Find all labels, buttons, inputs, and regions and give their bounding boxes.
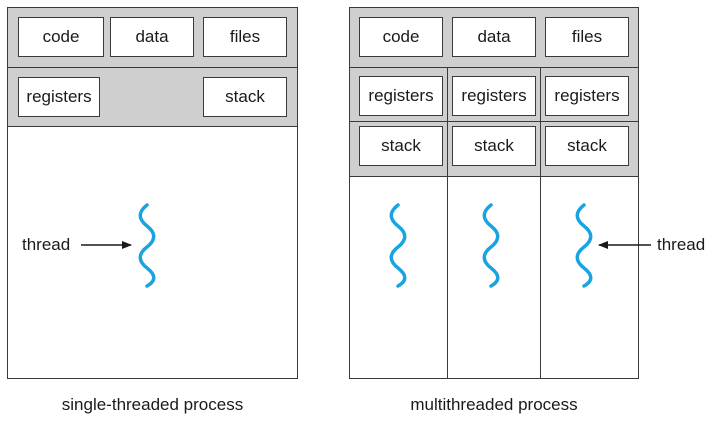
multi-stack-box-3: stack (545, 126, 629, 166)
single-data-box: data (110, 17, 194, 57)
multi-thread-squiggle-icon-1 (389, 203, 407, 288)
multi-thread-label: thread (657, 235, 706, 254)
single-thread-squiggle-icon (138, 203, 156, 288)
multi-registers-box-1: registers (359, 76, 443, 116)
multi-stack-box-1: stack (359, 126, 443, 166)
single-registers-box: registers (18, 77, 100, 117)
multi-divider-3 (350, 176, 638, 177)
multi-stack-box-2: stack (452, 126, 536, 166)
single-divider-1 (8, 67, 297, 68)
multi-code-box: code (359, 17, 443, 57)
single-threaded-caption: single-threaded process (61, 395, 244, 414)
multi-registers-box-3: registers (545, 76, 629, 116)
single-thread-label: thread (22, 235, 71, 254)
multi-thread-column-divider-1 (447, 68, 448, 378)
single-files-box: files (203, 17, 287, 57)
multi-data-box: data (452, 17, 536, 57)
multi-divider-1 (350, 67, 638, 68)
multi-divider-2 (350, 121, 638, 122)
multi-thread-squiggle-icon-3 (575, 203, 593, 288)
multi-registers-box-2: registers (452, 76, 536, 116)
multi-thread-column-divider-2 (540, 68, 541, 378)
single-divider-2 (8, 126, 297, 127)
multithreaded-caption: multithreaded process (410, 395, 578, 414)
multi-thread-squiggle-icon-2 (482, 203, 500, 288)
single-stack-box: stack (203, 77, 287, 117)
multi-files-box: files (545, 17, 629, 57)
single-code-box: code (18, 17, 104, 57)
